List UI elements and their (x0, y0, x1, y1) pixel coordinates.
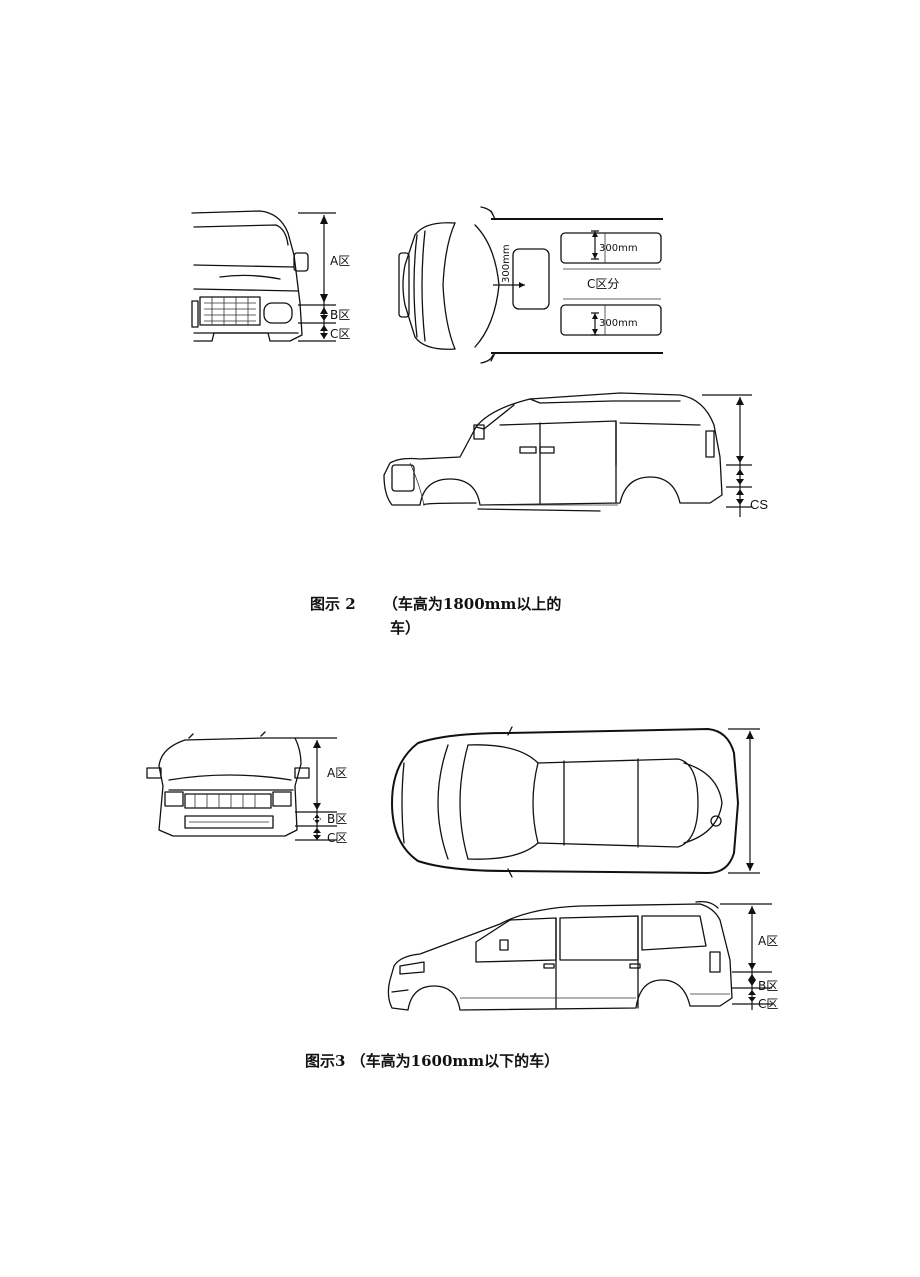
fig2-front-view: A区 B区 C区 (191, 210, 350, 342)
fig2-front-label-a: A区 (330, 254, 350, 268)
fig2-top-dim-vertical: 300mm (501, 244, 512, 283)
fig2-side-view: CS (383, 392, 768, 517)
fig2-front-label-b: B区 (330, 308, 350, 322)
fig2-caption-line1: 图示 2 （车高为1800mm以上的 (310, 593, 561, 614)
fig3-side-view: A区 B区 C区 (387, 900, 778, 1011)
fig2-front-label-c: C区 (330, 327, 350, 341)
fig3-side-label-b: B区 (758, 979, 778, 993)
fig2-top-dim-top: 300mm (599, 243, 638, 254)
fig2-caption-label: 图示 2 (310, 595, 356, 613)
fig2-caption-line2: 车） (390, 619, 421, 637)
fig3-caption: 图示3 （车高为1600mm以下的车） (305, 1052, 560, 1070)
fig3-front-label-a: A区 (327, 766, 347, 780)
fig2-top-zone-label: C区分 (587, 277, 619, 291)
fig3-top-view (391, 726, 760, 878)
fig3-front-label-b: B区 (327, 812, 347, 826)
fig3-front-view: A区 B区 C区 (146, 731, 347, 845)
fig2-side-label-cs: CS (750, 497, 768, 512)
fig2-top-view: 300mm 300mm C区分 300mm (398, 206, 663, 364)
fig2-caption-desc: （车高为1800mm以上的 (382, 595, 562, 613)
fig3-side-label-c: C区 (758, 997, 778, 1011)
fig3-front-label-c: C区 (327, 831, 347, 845)
fig3-side-label-a: A区 (758, 934, 778, 948)
fig2-top-dim-bottom: 300mm (599, 318, 638, 329)
